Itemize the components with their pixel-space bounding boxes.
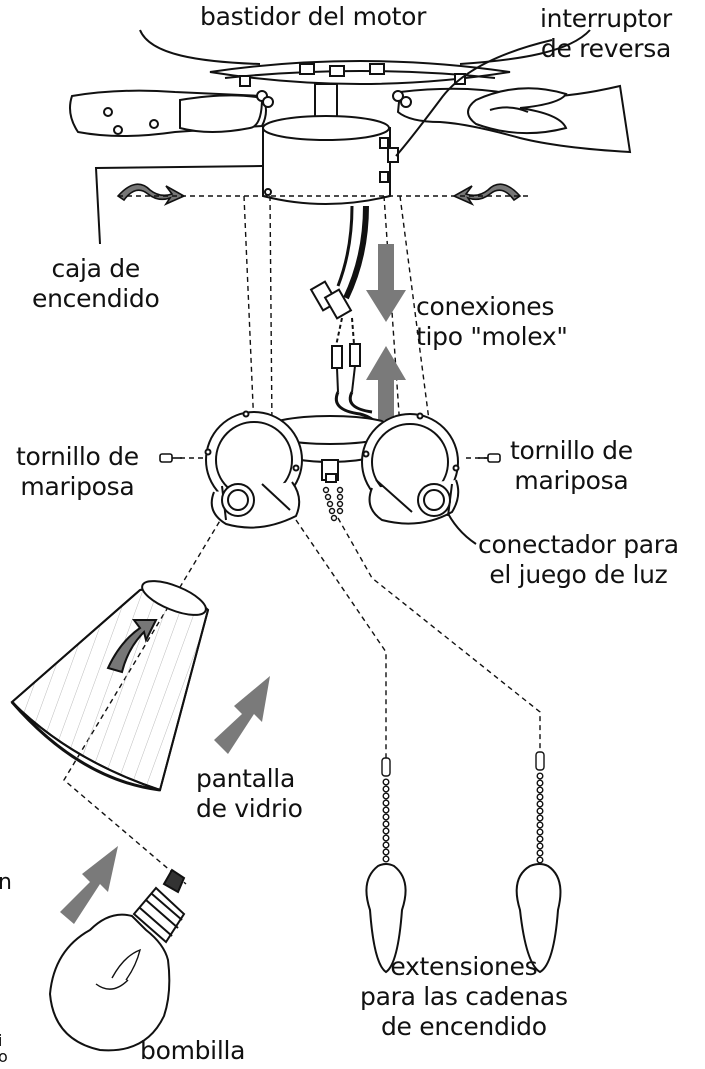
rotation-arrows — [116, 183, 522, 206]
chain-bead — [382, 841, 390, 849]
short-pull-chains — [322, 486, 344, 522]
chain-bead — [382, 848, 390, 856]
label-switch-housing: caja de encendido — [32, 254, 160, 314]
chain-bead — [382, 806, 390, 814]
label-light-kit-connector: conectador para el juego de luz — [478, 530, 679, 590]
switch-housing — [262, 115, 399, 205]
chain-bead — [382, 792, 390, 800]
thumb-screw-right-icon — [478, 453, 501, 463]
molex-arrows — [366, 244, 406, 420]
label-switch-housing-line1: caja de — [51, 254, 141, 283]
edge-fragment-1: n — [0, 870, 12, 895]
glass-shade — [10, 580, 210, 792]
socket-cup-left — [204, 410, 303, 529]
label-chain-extensions-line1: extensiones — [390, 952, 538, 981]
fan-blade-left — [69, 89, 274, 137]
label-thumb-screw-right-line1: tornillo de — [510, 436, 633, 465]
label-switch-housing-line2: encendido — [32, 284, 160, 313]
label-molex-line1: conexiones — [416, 292, 555, 321]
label-reverse-switch-line2: de reversa — [540, 34, 671, 63]
label-thumb-screw-left-line2: mariposa — [20, 472, 135, 501]
label-thumb-screw-right-line2: mariposa — [514, 466, 629, 495]
label-molex: conexiones tipo "molex" — [416, 292, 568, 352]
socket-cup-right — [361, 412, 460, 525]
label-thumb-screw-left: tornillo de mariposa — [16, 442, 139, 502]
chain-bead — [382, 820, 390, 828]
label-motor-housing: bastidor del motor — [200, 2, 427, 31]
chain-bead — [382, 799, 390, 807]
edge-fragment-3: o — [0, 1047, 8, 1066]
light-bulb — [48, 868, 186, 1052]
chain-bead — [536, 800, 544, 808]
chain-bead — [536, 793, 544, 801]
chain-bead — [536, 842, 544, 850]
chain-bead — [536, 772, 544, 780]
label-reverse-switch: interruptor de reversa — [540, 4, 672, 64]
label-glass-shade: pantalla de vidrio — [196, 764, 303, 824]
label-chain-extensions-line2: para las cadenas — [360, 982, 568, 1011]
label-chain-extensions-line3: de encendido — [380, 1012, 547, 1041]
chain-bead — [536, 807, 544, 815]
chain-bead — [536, 856, 544, 864]
label-light-kit-connector-line2: el juego de luz — [489, 560, 668, 589]
label-glass-shade-line2: de vidrio — [196, 794, 303, 823]
chain-bead — [382, 827, 390, 835]
chain-bead — [382, 813, 390, 821]
label-reverse-switch-line1: interruptor — [540, 4, 672, 33]
chain-bead — [382, 834, 390, 842]
chain-bead — [536, 786, 544, 794]
chain-bead — [382, 785, 390, 793]
chain-bead — [536, 821, 544, 829]
label-glass-shade-line1: pantalla — [196, 764, 295, 793]
chain-extension-left — [365, 757, 407, 974]
label-bulb: bombilla — [140, 1036, 246, 1065]
chain-bead — [536, 835, 544, 843]
chain-bead — [536, 779, 544, 787]
label-molex-line2: tipo "molex" — [416, 322, 568, 351]
chain-extension-right — [515, 751, 562, 974]
bulb-arrow — [60, 846, 118, 924]
label-chain-extensions: extensiones para las cadenas de encendid… — [360, 952, 568, 1042]
label-thumb-screw-right: tornillo de mariposa — [510, 436, 633, 496]
chain-bead — [382, 855, 390, 863]
chain-bead — [536, 828, 544, 836]
shade-arrow — [214, 676, 270, 754]
chain-bead — [382, 778, 390, 786]
thumb-screw-left-icon — [159, 453, 182, 463]
wires — [317, 205, 382, 431]
edge-fragment-2: i — [0, 1031, 3, 1050]
fan-blade-right — [392, 84, 632, 154]
chain-bead — [536, 814, 544, 822]
molex-connectors — [309, 280, 361, 393]
label-thumb-screw-left-line1: tornillo de — [16, 442, 139, 471]
label-light-kit-connector-line1: conectador para — [478, 530, 679, 559]
motor-housing — [139, 29, 591, 87]
chain-bead — [536, 849, 544, 857]
